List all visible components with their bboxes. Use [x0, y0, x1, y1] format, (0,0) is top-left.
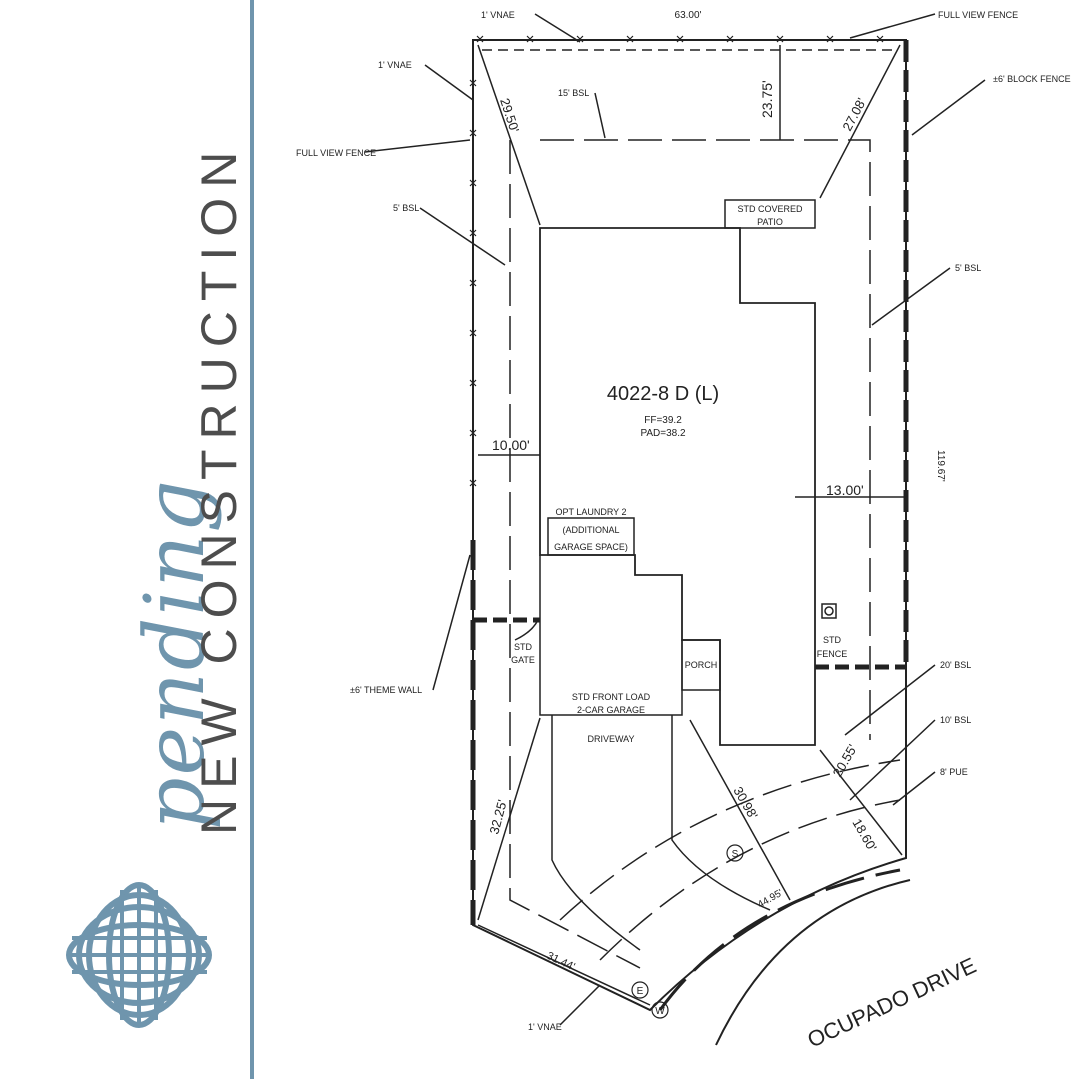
- pad-elevation: PAD=38.2: [640, 428, 686, 439]
- note-vnae-top: 1' VNAE: [481, 10, 515, 20]
- interlaced-circles-logo-icon: [66, 882, 212, 1028]
- new-construction-headline: NEW CONSTRUCTION: [191, 141, 247, 835]
- laundry-label-3: GARAGE SPACE): [554, 542, 628, 552]
- driveway-label: DRIVEWAY: [587, 734, 634, 744]
- porch-label: PORCH: [685, 660, 718, 670]
- dim-32-25: 32.25': [486, 798, 510, 836]
- ff-elevation: FF=39.2: [644, 415, 682, 426]
- note-block-fence: ±6' BLOCK FENCE: [993, 74, 1071, 84]
- dim-10-00: 10.00': [492, 437, 530, 453]
- dim-right-depth: 119.67': [935, 450, 946, 482]
- setback-line: [509, 139, 871, 969]
- note-5-bsl-right: 5' BSL: [955, 263, 981, 273]
- gate-label-1: STD: [514, 642, 533, 652]
- lot-label: 4022-8 D (L): [607, 383, 719, 405]
- dim-13-00: 13.00': [826, 482, 864, 498]
- laundry: [547, 517, 635, 556]
- note-theme-wall: ±6' THEME WALL: [350, 685, 422, 695]
- dim-44-95: 44.95': [756, 888, 785, 911]
- driveway: [551, 715, 641, 951]
- dim-20-55: 20.55': [830, 742, 860, 780]
- plot-plan-drawing: S E W 4022-8 D (L) FF=39.2 PAD=38.2 63.0…: [296, 10, 1071, 1053]
- dim-30-98: 30.98': [730, 784, 760, 822]
- dim-23-75: 23.75': [759, 80, 775, 118]
- note-full-view-fence-left: FULL VIEW FENCE: [296, 148, 376, 158]
- lot-boundary: [472, 39, 907, 1012]
- laundry-label-1: OPT LAUNDRY 2: [555, 507, 626, 517]
- gate-label-2: GATE: [511, 655, 535, 665]
- curb-arc: [715, 879, 911, 1046]
- note-8-pue: 8' PUE: [940, 767, 968, 777]
- garage: [539, 555, 683, 716]
- patio: [724, 199, 816, 229]
- dim-31-44: 31.44': [545, 950, 577, 973]
- laundry-label-2: (ADDITIONAL: [562, 525, 619, 535]
- patio-label-2: PATIO: [757, 217, 783, 227]
- branding-panel: pending NEW CONSTRUCTION: [0, 0, 252, 1079]
- water-marker: W: [655, 1006, 665, 1017]
- fence-label-1: STD: [823, 635, 842, 645]
- garage-label-1: STD FRONT LOAD: [572, 692, 651, 702]
- dim-29-50: 29.50': [497, 96, 522, 134]
- panel-divider: [250, 0, 254, 1079]
- dim-27-08: 27.08': [839, 95, 869, 133]
- note-full-view-fence-top: FULL VIEW FENCE: [938, 10, 1018, 20]
- garage-label-2: 2-CAR GARAGE: [577, 705, 645, 715]
- house-footprint: [539, 227, 816, 746]
- note-vnae-left: 1' VNAE: [378, 60, 412, 70]
- electric-marker: E: [637, 986, 644, 997]
- fence-x-marks: [469, 35, 884, 487]
- dim-top-width: 63.00': [675, 10, 702, 21]
- note-15-bsl: 15' BSL: [558, 88, 589, 98]
- row-arc: [559, 759, 901, 921]
- sewer-marker: S: [732, 849, 739, 860]
- fence-label-2: FENCE: [817, 649, 848, 659]
- note-20-bsl: 20' BSL: [940, 660, 971, 670]
- patio-label-1: STD COVERED: [737, 204, 803, 214]
- note-5-bsl-left: 5' BSL: [393, 203, 419, 213]
- note-vnae-bottom: 1' VNAE: [528, 1022, 562, 1032]
- street-name: OCUPADO DRIVE: [804, 953, 980, 1053]
- note-10-bsl: 10' BSL: [940, 715, 971, 725]
